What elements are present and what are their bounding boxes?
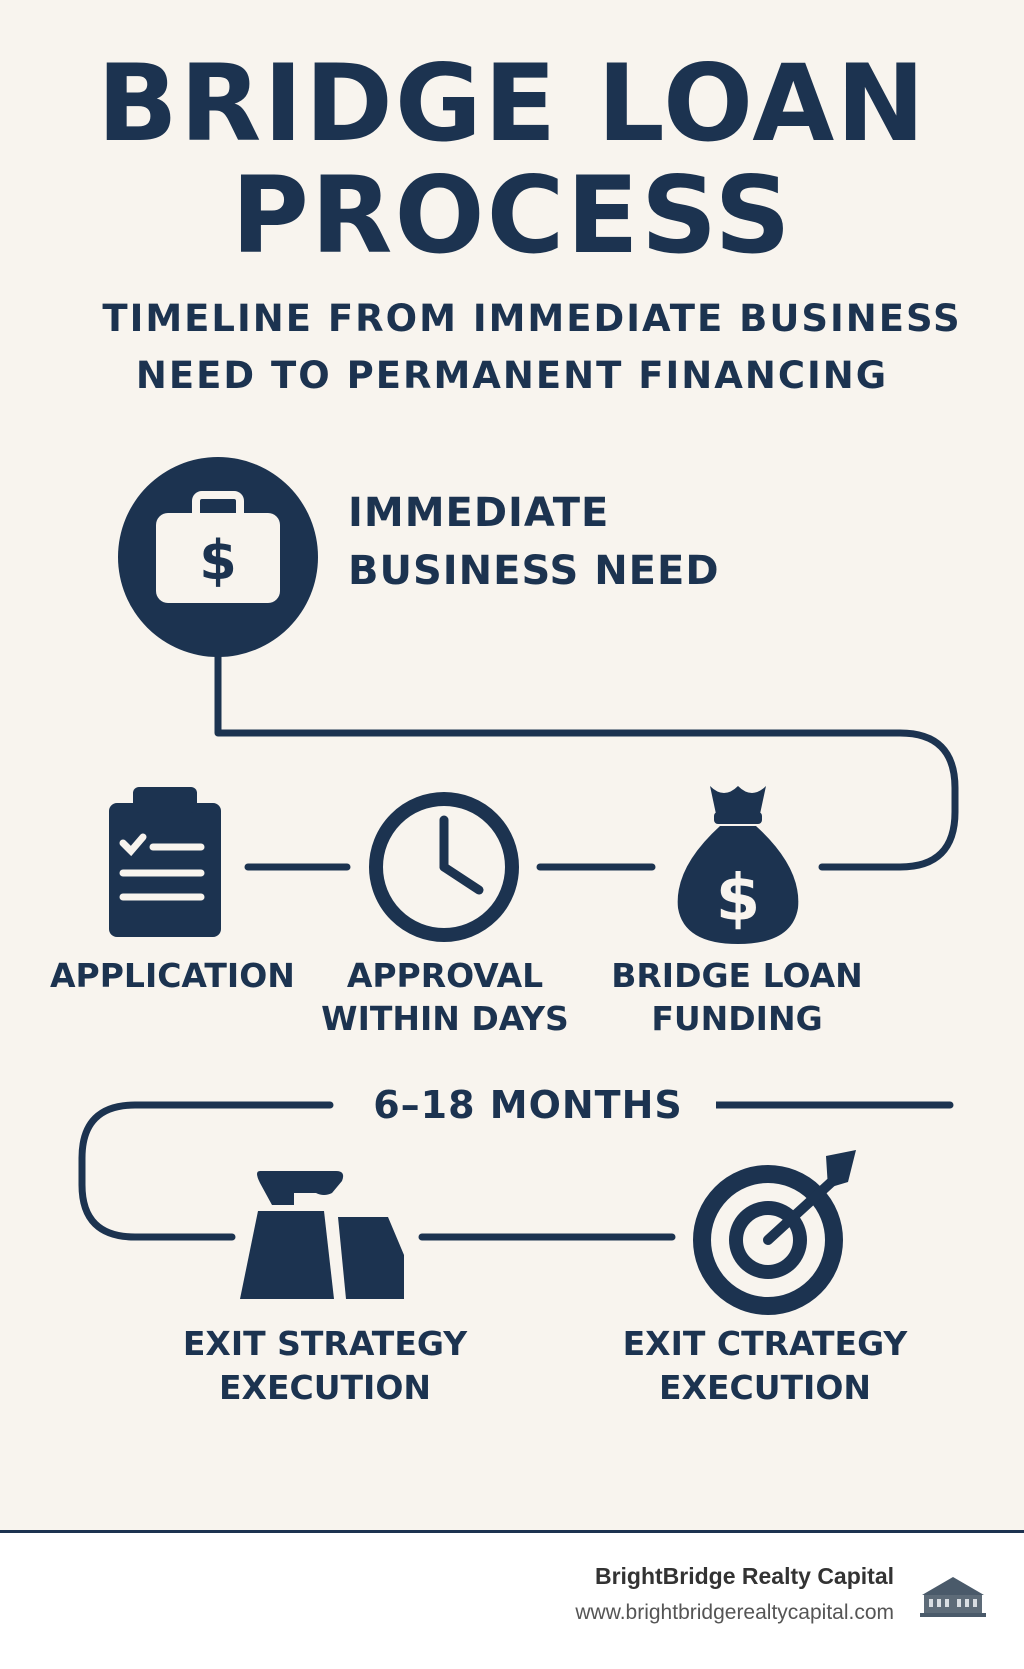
- company-name: BrightBridge Realty Capital: [594, 1563, 894, 1589]
- subtitle-line2: NEED TO PERMANENT FINANCING: [135, 354, 889, 397]
- svg-text:$: $: [199, 529, 237, 592]
- target-icon: [693, 1150, 856, 1315]
- step-need-label-line2: BUSINESS NEED: [348, 548, 720, 594]
- step-funding-label-line2: FUNDING: [651, 999, 823, 1038]
- step-exit1-label-line1: EXIT STRATEGY: [182, 1324, 468, 1363]
- step-application-label: APPLICATION: [50, 956, 295, 995]
- step-approval-label-line2: WITHIN DAYS: [321, 999, 569, 1038]
- clock-icon: [369, 792, 519, 942]
- step-funding-label-line1: BRIDGE LOAN: [611, 956, 863, 995]
- step-exit2-label-line1: EXIT CTRATEGY: [622, 1324, 908, 1363]
- subtitle-line1: TIMELINE FROM IMMEDIATE BUSINESS: [102, 297, 962, 340]
- page-title-line1: BRIDGE LOAN: [97, 42, 927, 165]
- duration-label: 6–18 MONTHS: [340, 1083, 716, 1127]
- step-approval-label-line1: APPROVAL: [346, 956, 544, 995]
- factory-icon: [240, 1171, 404, 1299]
- building-logo-icon: [920, 1577, 986, 1617]
- svg-text:$: $: [716, 862, 761, 936]
- clipboard-icon: [109, 787, 221, 937]
- step-exit2-label-line2: EXECUTION: [658, 1368, 871, 1407]
- page-title-line2: PROCESS: [231, 154, 793, 277]
- company-url[interactable]: www.brightbridgerealtycapital.com: [575, 1601, 894, 1624]
- step-exit1-label-line2: EXECUTION: [218, 1368, 431, 1407]
- step-need-label-line1: IMMEDIATE: [348, 490, 610, 536]
- footer: BrightBridge Realty Capital www.brightbr…: [0, 1530, 1024, 1669]
- money-bag-icon: $: [677, 786, 799, 944]
- briefcase-dollar-icon: $: [118, 457, 318, 657]
